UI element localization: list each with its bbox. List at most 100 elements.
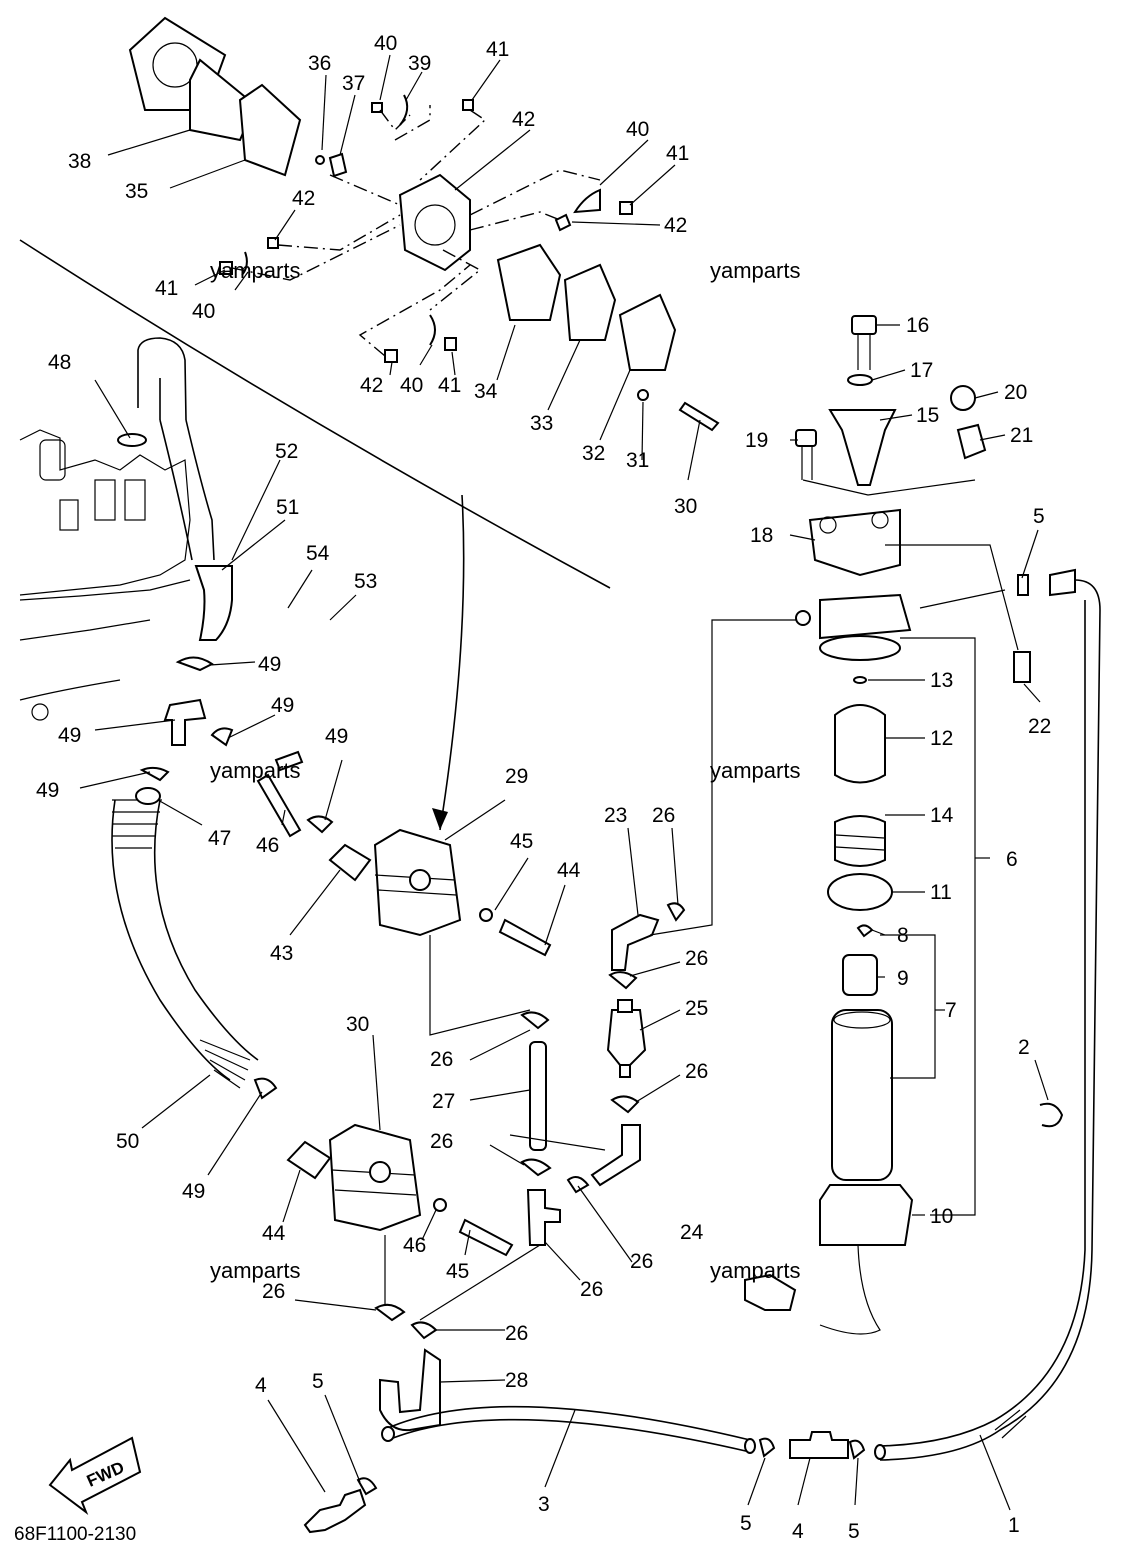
assembly-arrow (432, 494, 465, 831)
callout-label: 49 (325, 725, 348, 748)
callout-label: 15 (916, 404, 939, 427)
callout-label: 54 (306, 542, 330, 565)
callout-label: 49 (182, 1180, 205, 1203)
callout-label: 45 (446, 1260, 469, 1283)
callout-label: 5 (312, 1370, 324, 1393)
callout-label: 30 (674, 495, 697, 518)
watermark-text: yamparts (710, 1258, 800, 1283)
callout-label: 5 (740, 1512, 752, 1535)
callout-label: 49 (258, 653, 281, 676)
primer-hose (111, 787, 259, 1089)
callout-label: 49 (58, 724, 81, 747)
callout-label: 9 (897, 967, 909, 990)
callout-label: 3 (538, 1493, 550, 1516)
callout-label: 53 (354, 570, 377, 593)
callout-label: 29 (505, 765, 528, 788)
callout-label: 17 (910, 359, 933, 382)
callout-label: 26 (630, 1250, 653, 1273)
callout-label: 46 (403, 1234, 426, 1257)
callout-label: 34 (474, 380, 498, 403)
callout-label: 5 (848, 1520, 860, 1543)
callout-label: 47 (208, 827, 231, 850)
callout-label: 13 (930, 669, 953, 692)
callout-label: 14 (930, 804, 954, 827)
callout-label: 16 (906, 314, 929, 337)
callout-label: 21 (1010, 424, 1033, 447)
callout-label: 44 (262, 1222, 286, 1245)
callout-label: 1 (1008, 1514, 1020, 1537)
callout-label: 26 (430, 1130, 453, 1153)
callout-label: 20 (1004, 381, 1027, 404)
callout-label: 7 (945, 999, 957, 1022)
callout-label: 41 (438, 374, 461, 397)
callout-label: 24 (680, 1221, 704, 1244)
watermarks: yamparts yamparts yamparts yamparts yamp… (210, 258, 800, 1283)
callout-label: 52 (275, 440, 298, 463)
callout-label: 42 (292, 187, 315, 210)
watermark-text: yamparts (710, 258, 800, 283)
engine-block-outline (19, 239, 611, 721)
callout-label: 19 (745, 429, 768, 452)
callout-label: 45 (510, 830, 533, 853)
callout-label: 27 (432, 1090, 455, 1113)
fwd-arrow-icon: FWD (48, 1436, 142, 1515)
upper-pump-leader-dashes (231, 105, 601, 357)
callout-label: 46 (256, 834, 279, 857)
callout-label: 41 (155, 277, 178, 300)
callout-label: 48 (48, 351, 71, 374)
callout-label: 49 (271, 694, 294, 717)
upper-fuel-pump-exploded (128, 16, 720, 432)
callout-label: 6 (1006, 848, 1018, 871)
callout-labels: 1 2 3 4 4 5 5 5 5 6 7 8 9 10 11 12 13 14… (36, 32, 1051, 1543)
watermark-text: yamparts (710, 758, 800, 783)
callout-label: 33 (530, 412, 553, 435)
watermark-text: yamparts (210, 1258, 300, 1283)
watermark-text: yamparts (210, 758, 300, 783)
callout-label: 39 (408, 52, 431, 75)
callout-label: 42 (664, 214, 687, 237)
group-brackets (880, 637, 990, 1216)
callout-label: 25 (685, 997, 708, 1020)
fuel-pump-upper-assembly (328, 828, 552, 1036)
callout-label: 30 (346, 1013, 369, 1036)
engine-fuel-hose (117, 337, 233, 641)
callout-label: 32 (582, 442, 605, 465)
callout-label: 38 (68, 150, 91, 173)
main-fuel-line (303, 579, 1101, 1534)
callout-label: 40 (626, 118, 649, 141)
callout-label: 49 (36, 779, 59, 802)
callout-label: 40 (192, 300, 215, 323)
callout-label: 26 (430, 1048, 453, 1071)
callout-label: 2 (1018, 1036, 1030, 1059)
callout-label: 26 (685, 947, 708, 970)
callout-label: 51 (276, 496, 299, 519)
callout-label: 26 (580, 1278, 603, 1301)
callout-label: 4 (792, 1520, 804, 1543)
callout-label: 35 (125, 180, 148, 203)
fuel-pump-lower-assembly (286, 1123, 514, 1257)
callout-label: 28 (505, 1369, 528, 1392)
callout-label: 40 (400, 374, 423, 397)
callout-label: 26 (262, 1280, 285, 1303)
callout-label: 44 (557, 859, 581, 882)
callout-label: 10 (930, 1205, 953, 1228)
callout-label: 5 (1033, 505, 1045, 528)
callout-label: 36 (308, 52, 331, 75)
callout-label: 43 (270, 942, 293, 965)
callout-label: 22 (1028, 715, 1051, 738)
callout-label: 42 (360, 374, 383, 397)
callout-label: 18 (750, 524, 773, 547)
callout-label: 31 (626, 449, 649, 472)
center-hoses-fittings (139, 619, 800, 1432)
callout-label: 11 (930, 881, 952, 904)
callout-label: 26 (652, 804, 675, 827)
callout-leaders (79, 54, 1049, 1511)
callout-label: 12 (930, 727, 953, 750)
callout-label: 8 (897, 924, 909, 947)
callout-label: 4 (255, 1374, 267, 1397)
callout-label: 41 (486, 38, 509, 61)
diagram-code: 68F1100-2130 (14, 1524, 136, 1545)
callout-label: 23 (604, 804, 627, 827)
callout-label: 26 (505, 1322, 528, 1345)
